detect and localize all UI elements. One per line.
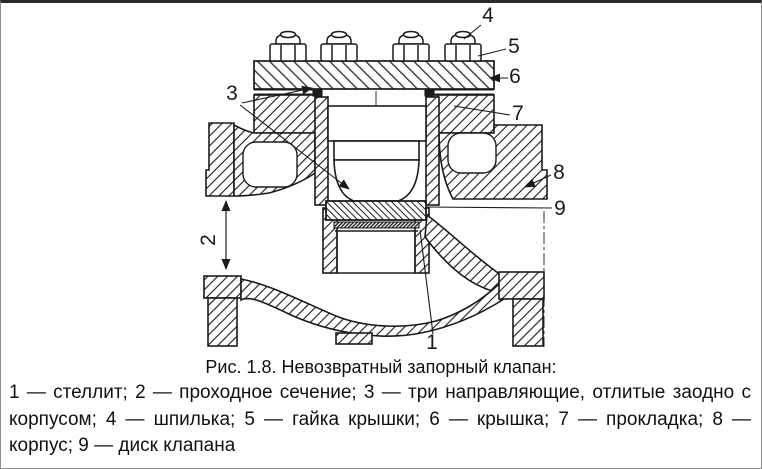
disk-spool-top: [327, 105, 427, 142]
figure-caption: Рис. 1.8. Невозвратный запорный клапан:: [205, 357, 557, 377]
disk-spool-mid: [333, 140, 420, 161]
outlet-floor-wall: [424, 213, 502, 294]
bonnet-neck-wall-left: [314, 96, 329, 206]
callout-5: 5: [508, 35, 520, 58]
callout-leaders: [239, 24, 553, 335]
seat-bore: [335, 230, 418, 274]
callout-6: 6: [509, 65, 521, 88]
leader-8: [524, 174, 552, 188]
cored-pockets: [242, 132, 497, 188]
stellite-facing: [333, 221, 420, 229]
callout-8: 8: [553, 161, 565, 184]
cover-plate: [253, 60, 495, 90]
right-flange-lower-column: [512, 298, 544, 347]
pocket-upper-right: [447, 132, 497, 174]
disk-spool-waist: [333, 159, 420, 202]
left-flange-lower-hub: [203, 275, 242, 299]
leader-9: [425, 206, 553, 209]
bonnet-flange-right: [430, 94, 495, 134]
dimension-flow-section: 2: [197, 200, 231, 270]
valve-cross-section-drawing: 2 4 5 6 7 8 9 3 1: [197, 4, 566, 354]
stud-nut-3: [392, 30, 430, 62]
leader-3a: [239, 104, 350, 190]
valve-disk-assembly: [325, 105, 427, 229]
pocket-upper-left: [242, 141, 298, 188]
bonnet-flange-left: [253, 94, 322, 134]
leader-1: [419, 229, 434, 335]
stud-nuts: [269, 30, 482, 62]
left-flange-lower-column: [207, 297, 238, 347]
leader-7: [453, 105, 511, 116]
callout-9: 9: [554, 197, 566, 220]
section-lines: [375, 91, 545, 347]
leader-3b: [241, 85, 313, 104]
callout-1: 1: [426, 331, 438, 354]
bowl-foot: [335, 332, 373, 345]
right-flange-lower-hub: [498, 271, 545, 300]
bonnet-neck-wall-right: [425, 96, 440, 206]
stud-nut-2: [320, 30, 358, 62]
callout-3: 3: [226, 82, 238, 105]
callout-4: 4: [482, 4, 494, 27]
stud-nut-1: [269, 30, 307, 62]
stud-nut-4: [444, 30, 482, 62]
leader-4: [463, 24, 482, 40]
leader-5: [477, 48, 507, 57]
callout-7: 7: [512, 102, 524, 125]
bottom-bowl-shell: [240, 278, 505, 337]
valve-disk: [325, 200, 427, 221]
left-flange-upper: [205, 122, 235, 197]
figure-legend: 1 — стеллит; 2 — проходное сечение; 3 — …: [9, 382, 751, 456]
callout-numbers: 4 5 6 7 8 9 3 1: [226, 4, 566, 354]
dimension-label-2: 2: [197, 234, 220, 246]
